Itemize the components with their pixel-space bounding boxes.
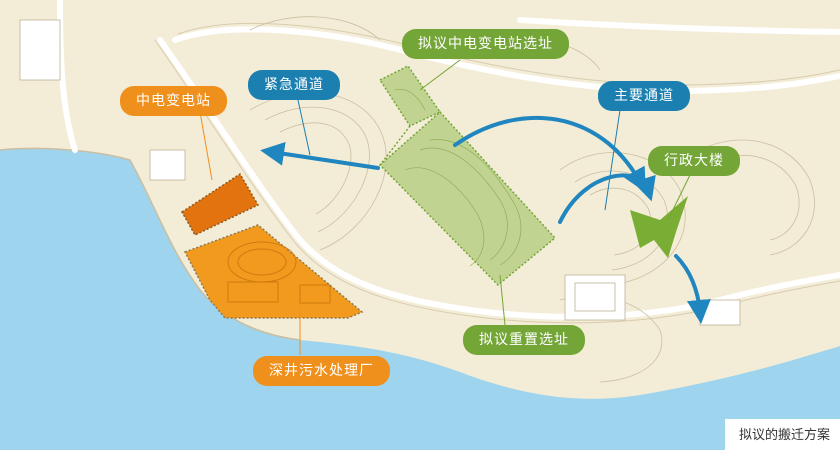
substation-label: 中电变电站 — [120, 86, 227, 116]
emergency-access-label: 紧急通道 — [248, 70, 340, 100]
sewage-plant-tanks — [227, 241, 331, 304]
coastline — [0, 147, 301, 341]
buildings — [19, 19, 741, 326]
relocation-site-divider — [379, 125, 411, 166]
sewage-plant-label: 深井污水处理厂 — [253, 356, 390, 386]
emergency-access-arrow — [260, 141, 380, 170]
sewage-plant-area — [183, 224, 364, 319]
substation-area — [181, 172, 260, 236]
proposed-substation-site-area — [378, 65, 442, 127]
admin-building-shape — [630, 196, 688, 258]
leader-lines — [199, 59, 691, 355]
admin-building-label: 行政大楼 — [648, 146, 740, 176]
main-access-arrow-upper — [453, 115, 646, 193]
proposed-substation-site-label: 拟议中电变电站选址 — [402, 29, 569, 59]
map-caption: 拟议的搬迁方案 — [724, 419, 840, 450]
main-access-label: 主要通道 — [598, 81, 690, 111]
proposed-relocation-site-label: 拟议重置选址 — [463, 325, 585, 355]
sea-water — [0, 148, 840, 450]
proposed-relocation-site-area — [378, 110, 557, 287]
access-arrows — [260, 115, 711, 324]
exit-arrow — [674, 254, 711, 324]
